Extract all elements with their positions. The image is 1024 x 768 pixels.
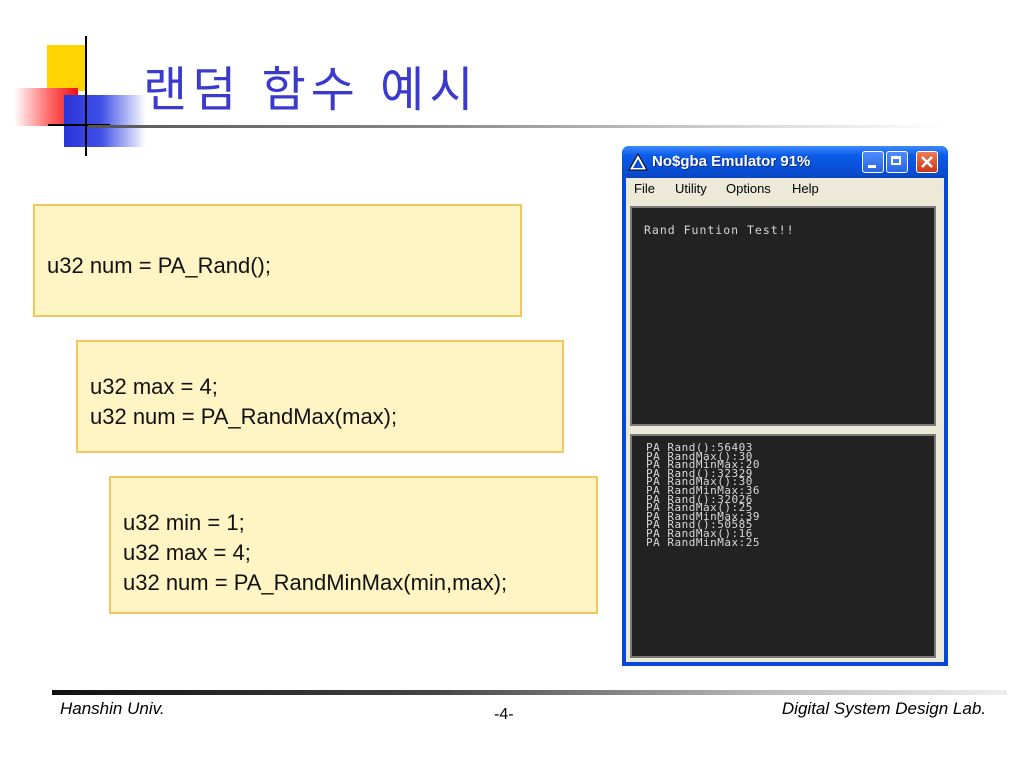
minimize-button[interactable] [862, 151, 884, 173]
log-line: PA Rand():32026 [646, 492, 753, 506]
close-icon [921, 156, 933, 168]
code-box-randminmax: u32 min = 1; u32 max = 4; u32 num = PA_R… [109, 476, 598, 614]
code-box-rand: u32 num = PA_Rand(); [33, 204, 522, 317]
code-line: u32 num = PA_RandMax(max); [90, 404, 398, 429]
log-line: PA RandMinMax:25 [646, 535, 760, 549]
top-screen-text: Rand Funtion Test!! [644, 223, 795, 237]
code-line: u32 max = 4; [90, 374, 218, 399]
log-line: PA RandMax():30 [646, 449, 753, 463]
close-button[interactable] [916, 151, 938, 173]
menu-options[interactable]: Options [726, 181, 771, 196]
log-line: PA Rand():56403 [646, 441, 753, 454]
page-number: -4- [494, 706, 514, 723]
footer-university: Hanshin Univ. [60, 699, 165, 718]
log-line: PA RandMinMax:36 [646, 483, 760, 497]
emulator-menubar: File Utility Options Help [626, 178, 944, 200]
menu-help[interactable]: Help [792, 181, 819, 196]
decor-blue-square [64, 95, 146, 147]
code-line: u32 min = 1; [123, 510, 245, 535]
bottom-screen: PA Rand():56403 PA RandMax():30 PA RandM… [630, 434, 936, 658]
decor-horizontal-line [48, 124, 110, 126]
emulator-titlebar[interactable]: No$gba Emulator 91% [622, 146, 948, 178]
log-line: PA Rand():32329 [646, 466, 753, 480]
top-screen: Rand Funtion Test!! [630, 206, 936, 426]
code-line: u32 num = PA_RandMinMax(min,max); [123, 570, 508, 595]
code-line: u32 max = 4; [123, 540, 251, 565]
log-line: PA RandMinMax:20 [646, 458, 760, 472]
menu-utility[interactable]: Utility [675, 181, 707, 196]
log-line: PA Rand():50585 [646, 518, 753, 532]
footer-lab: Digital System Design Lab. [781, 699, 986, 718]
footer-rule [52, 690, 1007, 695]
log-line: PA RandMax():30 [646, 475, 753, 489]
decor-yellow-square [47, 45, 87, 91]
emulator-triangle-icon [628, 152, 648, 172]
log-line: PA RandMax():25 [646, 501, 753, 515]
code-box-randmax: u32 max = 4; u32 num = PA_RandMax(max); [76, 340, 564, 453]
log-line: PA RandMinMax:39 [646, 509, 760, 523]
slide-title: 랜덤 함수 예시 [143, 62, 479, 118]
emulator-title: No$gba Emulator 91% [652, 153, 811, 170]
decor-vertical-line [85, 36, 87, 156]
maximize-button[interactable] [886, 151, 908, 173]
menu-file[interactable]: File [634, 181, 655, 196]
emulator-window: No$gba Emulator 91% File Utility Options… [622, 146, 948, 666]
log-line: PA RandMax():16 [646, 526, 753, 540]
title-underline [88, 125, 948, 128]
code-line: u32 num = PA_Rand(); [47, 253, 271, 278]
